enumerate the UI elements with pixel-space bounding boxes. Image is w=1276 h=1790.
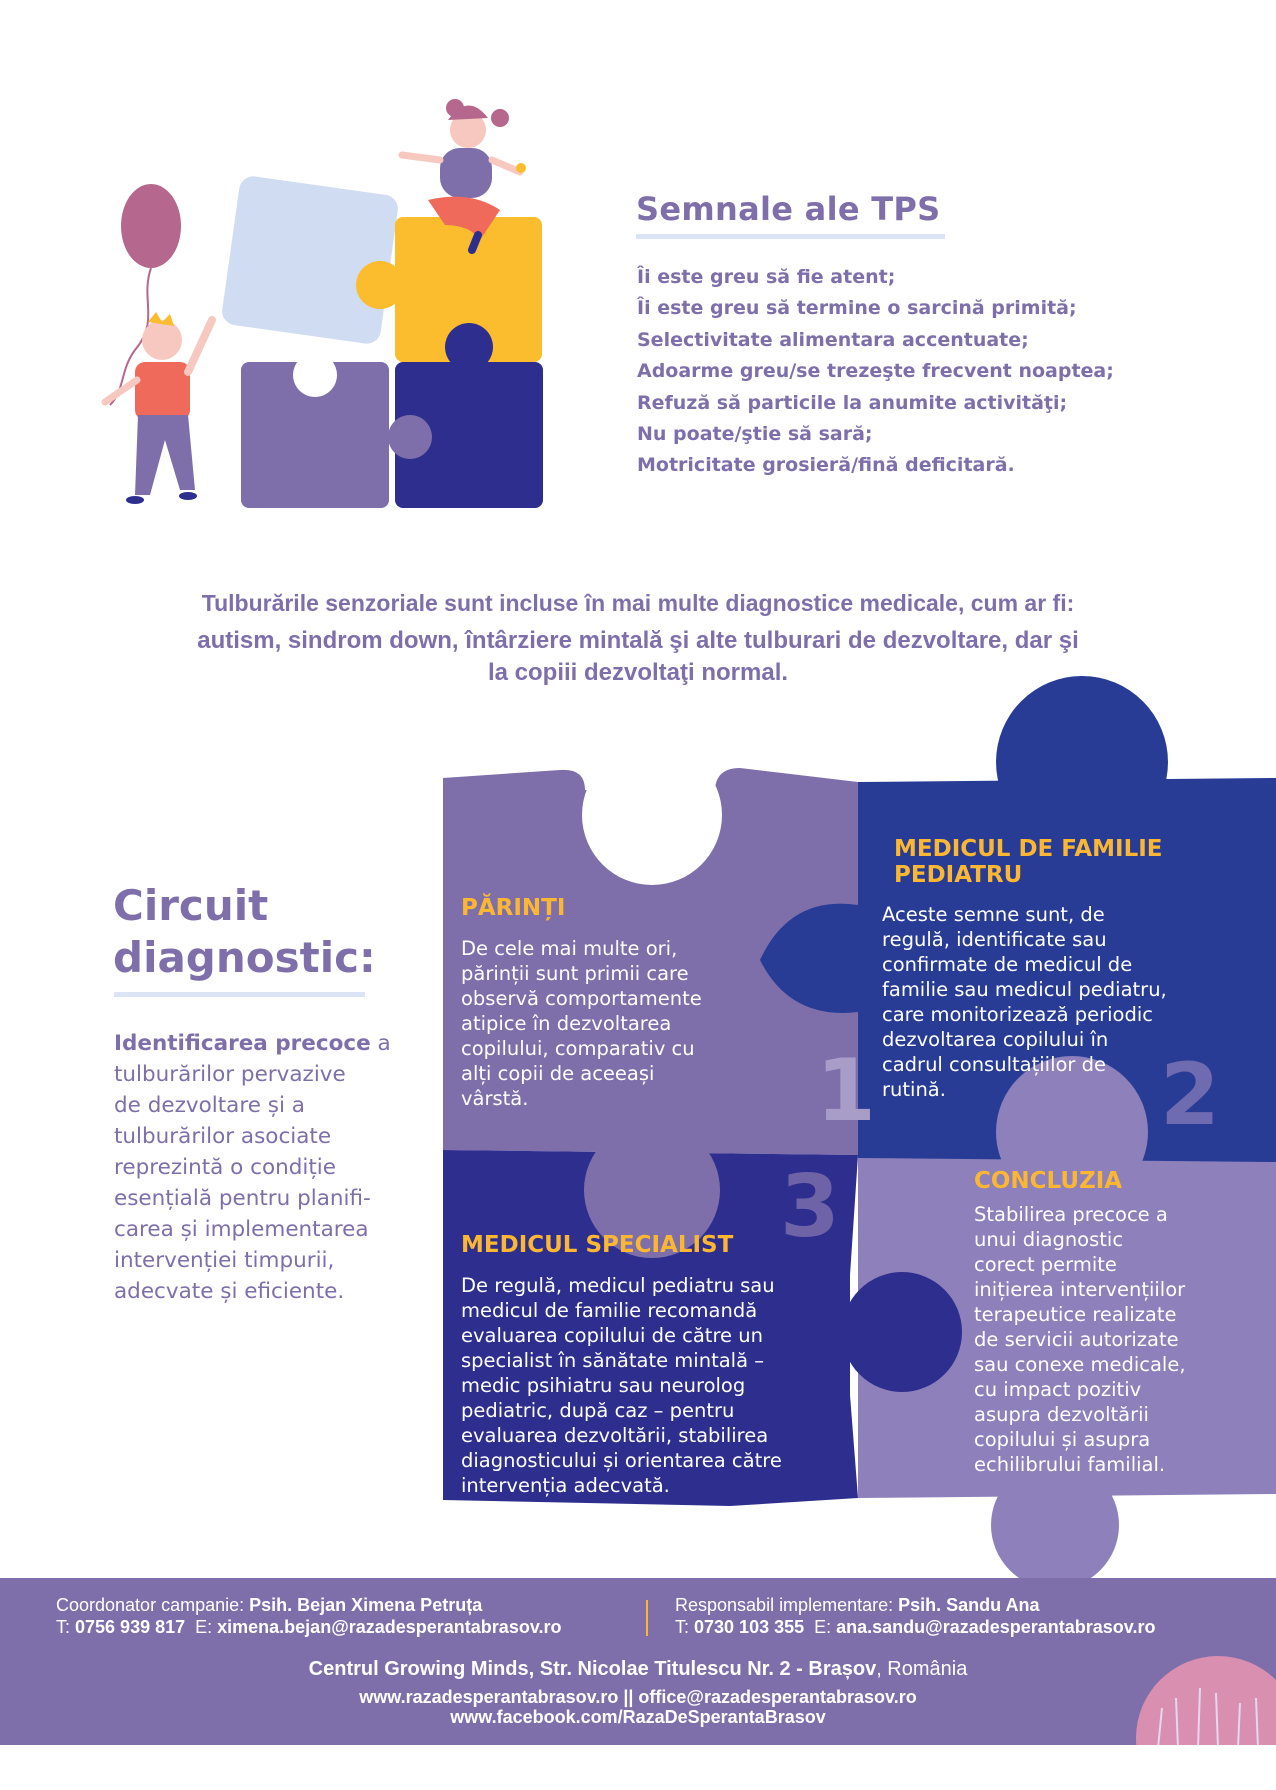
signs-list-item: Nu poate/ştie să sară; [637, 423, 873, 446]
puzzle-piece-2 [752, 676, 1276, 1166]
step-number-3: 3 [780, 1157, 840, 1257]
facebook-link[interactable]: www.facebook.com/RazaDeSperantaBrasov [450, 1707, 826, 1727]
circuit-body: Identificarea precoce a tulburărilor per… [114, 1028, 444, 1307]
piece-3-body: De regulă, medicul pediatru sau medicul … [461, 1274, 782, 1497]
circuit-title-underline [114, 992, 365, 997]
puzzle-piece-4 [858, 1056, 1276, 1589]
phone-label: T: [675, 1617, 695, 1637]
kids-puzzle-illustration [101, 99, 543, 508]
coordinator-line: Coordonator campanie: Psih. Bejan Ximena… [56, 1594, 482, 1617]
circuit-title: Circuit diagnostic: [113, 881, 376, 982]
intro-line-2: autism, sindrom down, întârziere mintală… [197, 627, 1079, 686]
piece-3-title: MEDICUL SPECIALIST [461, 1232, 734, 1258]
address-line: Centrul Growing Minds, Str. Nicolae Titu… [0, 1658, 1276, 1681]
puzzle-pieces-icon [222, 176, 543, 508]
puzzle-piece-3 [443, 1122, 962, 1506]
implementer-email-link[interactable]: ana.sandu@razadesperantabrasov.ro [836, 1617, 1156, 1637]
piece-2-body: Aceste semne sunt, de regulă, identifica… [882, 903, 1167, 1101]
phone-label: T: [56, 1617, 76, 1637]
signs-list-item: Îi este greu să fie atent; [637, 266, 896, 288]
piece-1-title: PĂRINȚI [461, 895, 566, 921]
piece-2-title: MEDICUL DE FAMILIE PEDIATRU [894, 836, 1163, 888]
implementer-name: Psih. Sandu Ana [898, 1595, 1040, 1615]
signs-list-item: Adoarme greu/se trezeşte frecvent noapte… [637, 360, 1114, 383]
coordinator-name: Psih. Bejan Ximena Petruța [249, 1595, 483, 1615]
decorative-tree-icon [1136, 1656, 1276, 1745]
circuit-body-bold: Identificarea precoce [114, 1031, 371, 1056]
step-number-1: 1 [816, 1041, 876, 1141]
implementer-line: Responsabil implementare: Psih. Sandu An… [675, 1594, 1039, 1617]
coordinator-contact: T: 0756 939 817 E: ximena.bejan@razadesp… [56, 1616, 562, 1639]
intro-paragraph: Tulburările senzoriale sunt incluse în m… [60, 585, 1216, 689]
signs-list: Îi este greu să fie atent; Îi este greu … [637, 262, 1114, 482]
coordinator-label: Coordonator campanie: [56, 1595, 250, 1615]
implementer-phone: 0730 103 355 [694, 1617, 805, 1637]
signs-title-underline [636, 234, 945, 239]
email-label: E: [804, 1617, 837, 1637]
signs-list-item: Îi este greu să termine o sarcină primit… [637, 297, 1077, 320]
piece-1-body: De cele mai multe ori, părinții sunt pri… [461, 937, 702, 1110]
footer: Coordonator campanie: Psih. Bejan Ximena… [0, 1578, 1276, 1745]
piece-4-body: Stabilirea precoce a unui diagnostic cor… [974, 1203, 1186, 1476]
address-bold: Centrul Growing Minds, Str. Nicolae Titu… [308, 1658, 877, 1680]
step-number-2: 2 [1160, 1045, 1220, 1145]
signs-list-item: Motricitate grosieră/fină deficitară. [637, 454, 1015, 477]
boy-figure-icon [101, 312, 216, 504]
website-line[interactable]: www.razadesperantabrasov.ro || office@ra… [359, 1687, 917, 1707]
coordinator-phone: 0756 939 817 [75, 1617, 186, 1637]
signs-list-item: Refuză să particile la anumite activităţ… [637, 391, 1068, 414]
implementer-contact: T: 0730 103 355 E: ana.sandu@razadespera… [675, 1616, 1155, 1639]
address-country: , România [876, 1658, 968, 1680]
signs-list-item: Selectivitate alimentara accentuate; [637, 328, 1029, 351]
coordinator-email-link[interactable]: ximena.bejan@razadesperantabrasov.ro [217, 1617, 562, 1637]
email-label: E: [185, 1617, 218, 1637]
implementer-label: Responsabil implementare: [675, 1595, 899, 1615]
intro-line-1: Tulburările senzoriale sunt incluse în m… [201, 590, 1075, 616]
circuit-body-text: a tulburărilor pervazive de dezvoltare ș… [114, 1031, 391, 1304]
footer-divider [646, 1600, 648, 1636]
puzzle-piece-1 [443, 745, 858, 1155]
piece-4-title: CONCLUZIA [974, 1168, 1123, 1194]
girl-figure-icon [398, 99, 526, 254]
signs-title: Semnale ale TPS [636, 190, 941, 228]
